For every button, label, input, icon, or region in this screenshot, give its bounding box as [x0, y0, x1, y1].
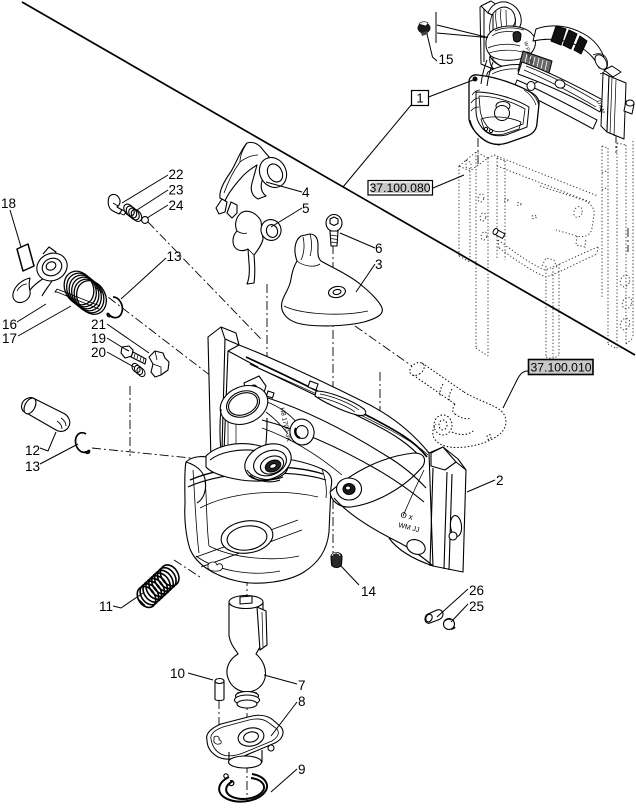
svg-text:11: 11 — [99, 599, 113, 614]
svg-text:1: 1 — [416, 91, 423, 106]
svg-text:37.100.010: 37.100.010 — [531, 361, 592, 375]
svg-text:3: 3 — [375, 257, 383, 272]
svg-text:13: 13 — [25, 459, 40, 474]
svg-text:19: 19 — [91, 331, 106, 346]
svg-text:7: 7 — [298, 678, 306, 693]
svg-text:14: 14 — [361, 584, 377, 599]
svg-text:13: 13 — [167, 249, 182, 264]
svg-text:20: 20 — [91, 345, 106, 360]
svg-text:8: 8 — [298, 694, 306, 709]
svg-text:26: 26 — [469, 583, 484, 598]
svg-text:W PXA 30: W PXA 30 — [522, 41, 534, 65]
svg-text:2: 2 — [496, 473, 504, 488]
svg-text:O x: O x — [400, 510, 414, 522]
svg-text:21: 21 — [91, 317, 106, 332]
svg-text:WM JJ: WM JJ — [398, 522, 420, 534]
svg-text:37.100.080: 37.100.080 — [370, 181, 431, 195]
svg-text:18: 18 — [1, 196, 16, 211]
svg-text:4: 4 — [302, 185, 310, 200]
svg-text:23: 23 — [169, 183, 184, 198]
svg-text:25: 25 — [469, 599, 484, 614]
svg-text:15: 15 — [439, 52, 454, 67]
svg-text:24: 24 — [169, 198, 185, 213]
svg-text:9: 9 — [298, 762, 306, 777]
svg-text:17: 17 — [2, 331, 17, 346]
svg-text:DX M: DX M — [595, 100, 605, 115]
svg-text:10: 10 — [170, 666, 185, 681]
svg-text:22: 22 — [169, 167, 184, 182]
svg-text:5: 5 — [302, 201, 310, 216]
svg-text:16: 16 — [2, 317, 17, 332]
svg-text:12: 12 — [25, 443, 40, 458]
svg-text:6: 6 — [375, 241, 383, 256]
